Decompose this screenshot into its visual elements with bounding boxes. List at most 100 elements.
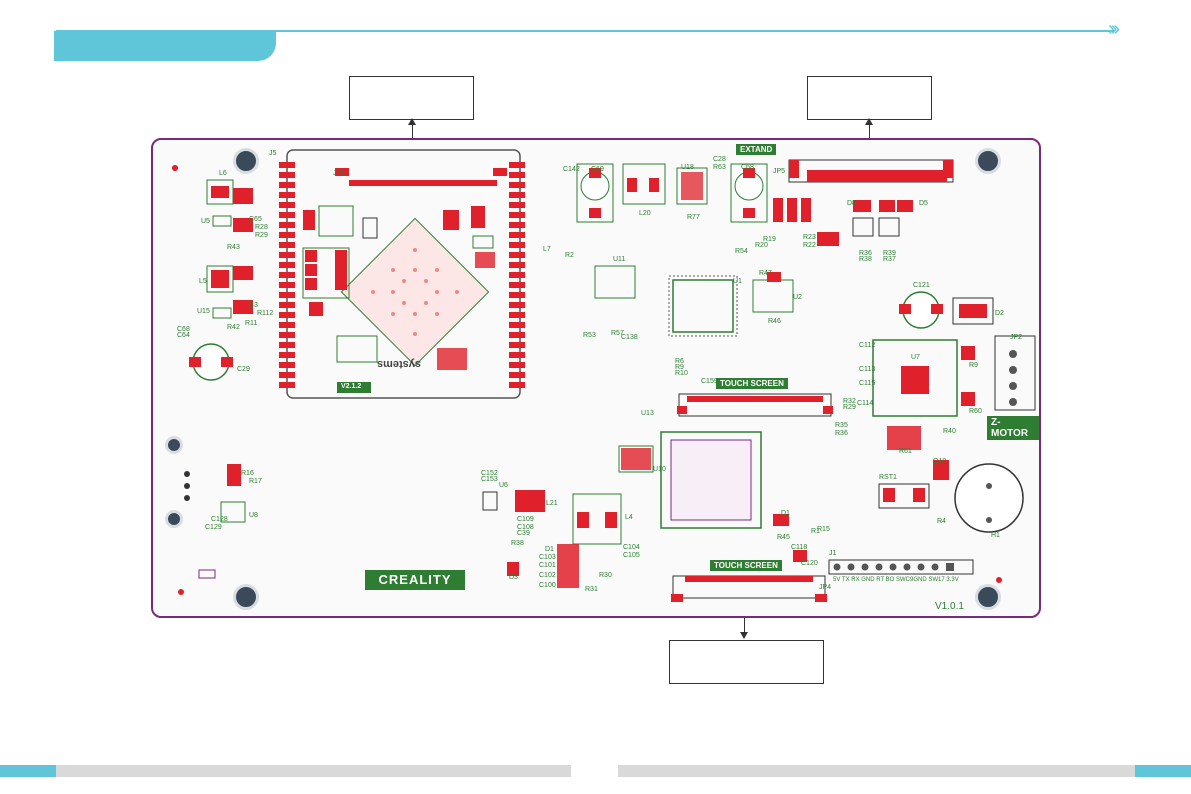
designator-label: JP2 xyxy=(1010,334,1023,341)
footer-accent-right xyxy=(1135,765,1191,777)
designator-label: C138 xyxy=(621,334,638,341)
callout-box-top-right xyxy=(807,76,932,120)
designator-label: U7 xyxy=(911,354,920,361)
footer-bar-left xyxy=(56,765,571,777)
designator-label: U6 xyxy=(499,482,508,489)
designator-label: C152 xyxy=(481,470,498,477)
designator-label: R29 xyxy=(255,232,268,239)
mounting-hole xyxy=(165,436,183,454)
brand-logo: CREALITY xyxy=(365,570,465,590)
designator-label: C153 xyxy=(481,476,498,483)
designator-label: C128 xyxy=(211,516,228,523)
designator-label: L6 xyxy=(219,170,227,177)
designator-label: L20 xyxy=(639,210,651,217)
bga-processor xyxy=(340,217,490,367)
designator-label: C120 xyxy=(801,560,818,567)
callout-box-top-left xyxy=(349,76,474,120)
header-rule xyxy=(56,30,1114,32)
designator-label: R45 xyxy=(777,534,790,541)
designator-label: C159 xyxy=(701,378,718,385)
left-header-pins xyxy=(279,162,295,388)
designator-label: D1 xyxy=(781,510,790,517)
designator-label: U5 xyxy=(201,218,210,225)
designator-label: U1 xyxy=(733,278,742,285)
designator-label: J5 xyxy=(269,150,277,157)
pin-header-labels: 5V TX RX GND RT BO SWC9GND SW17 3.3V xyxy=(833,577,959,583)
pin-header-j1 xyxy=(828,559,974,575)
designator-label: C29 xyxy=(237,366,250,373)
touch-screen-connector-top xyxy=(678,393,832,417)
designator-label: R17 xyxy=(249,478,262,485)
designator-label: J1 xyxy=(829,550,837,557)
designator-label: JP1 xyxy=(333,170,346,177)
designator-label: R23 xyxy=(803,234,816,241)
designator-label: C118 xyxy=(791,544,808,551)
designator-label: C114 xyxy=(857,400,874,407)
board-version-text: V1.0.1 xyxy=(935,601,964,612)
leader-line xyxy=(869,124,870,148)
mounting-hole xyxy=(165,510,183,528)
designator-label: R9 xyxy=(675,364,684,371)
chip-u10 xyxy=(660,431,762,529)
designator-label: R32 xyxy=(843,398,856,405)
designator-label: C109 xyxy=(517,516,534,523)
designator-label: C101 xyxy=(539,562,556,569)
mounting-hole xyxy=(233,584,259,610)
designator-label: C102 xyxy=(539,572,556,579)
header-tab xyxy=(54,31,276,61)
designator-label: R1 xyxy=(811,528,820,535)
designator-label: RST1 xyxy=(879,474,897,481)
designator-label: U18 xyxy=(681,164,694,171)
designator-label: C115 xyxy=(859,380,876,387)
mounting-hole xyxy=(975,148,1001,174)
designator-label: U13 xyxy=(641,410,654,417)
designator-label: C100 xyxy=(539,582,556,589)
touch-screen-badge-bottom: TOUCH SCREEN xyxy=(710,560,782,571)
designator-label: L5 xyxy=(199,278,207,285)
designator-label: R35 xyxy=(835,422,848,429)
designator-label: D2 xyxy=(995,310,1004,317)
designator-label: R60 xyxy=(969,408,982,415)
designator-label: C105 xyxy=(623,552,640,559)
designator-label: D5 xyxy=(919,200,928,207)
designator-label: U8 xyxy=(249,512,258,519)
designator-label: R6 xyxy=(675,358,684,365)
designator-label: R22 xyxy=(803,242,816,249)
footer-bar-right xyxy=(618,765,1135,777)
designator-label: R77 xyxy=(687,214,700,221)
designator-label: R31 xyxy=(585,586,598,593)
designator-label: R30 xyxy=(599,572,612,579)
designator-label: C104 xyxy=(623,544,640,551)
designator-label: R61 xyxy=(899,448,912,455)
designator-label: R19 xyxy=(763,236,776,243)
designator-label: R36 xyxy=(835,430,848,437)
designator-label: C69 xyxy=(591,166,604,173)
designator-label: R9 xyxy=(969,362,978,369)
designator-label: C28 xyxy=(713,156,726,163)
core-fpc-connector xyxy=(349,180,497,186)
designator-label: R10 xyxy=(675,370,688,377)
designator-label: R11 xyxy=(245,320,258,327)
right-header-pins xyxy=(509,162,525,388)
designator-label: R38 xyxy=(859,256,872,263)
designator-label: U10 xyxy=(653,466,666,473)
designator-label: R20 xyxy=(755,242,768,249)
designator-label: R53 xyxy=(583,332,596,339)
designator-label: C112 xyxy=(859,342,876,349)
mounting-hole xyxy=(975,584,1001,610)
designator-label: C68 xyxy=(177,326,190,333)
designator-label: JP5 xyxy=(773,168,786,175)
designator-label: C39 xyxy=(517,530,530,537)
designator-label: R37 xyxy=(883,256,896,263)
designator-label: C129 xyxy=(205,524,222,531)
designator-label: R28 xyxy=(255,224,268,231)
designator-label: L21 xyxy=(546,500,558,507)
driver-u7 xyxy=(872,339,958,417)
arrow-up-icon xyxy=(865,118,873,125)
designator-label: Q10 xyxy=(933,458,947,465)
core-version-badge: V2.1.2 xyxy=(339,383,364,390)
designator-label: R47 xyxy=(759,270,772,277)
arrow-down-icon xyxy=(740,632,748,639)
designator-label: H1 xyxy=(991,532,1000,539)
designator-label: C142 xyxy=(563,166,580,173)
